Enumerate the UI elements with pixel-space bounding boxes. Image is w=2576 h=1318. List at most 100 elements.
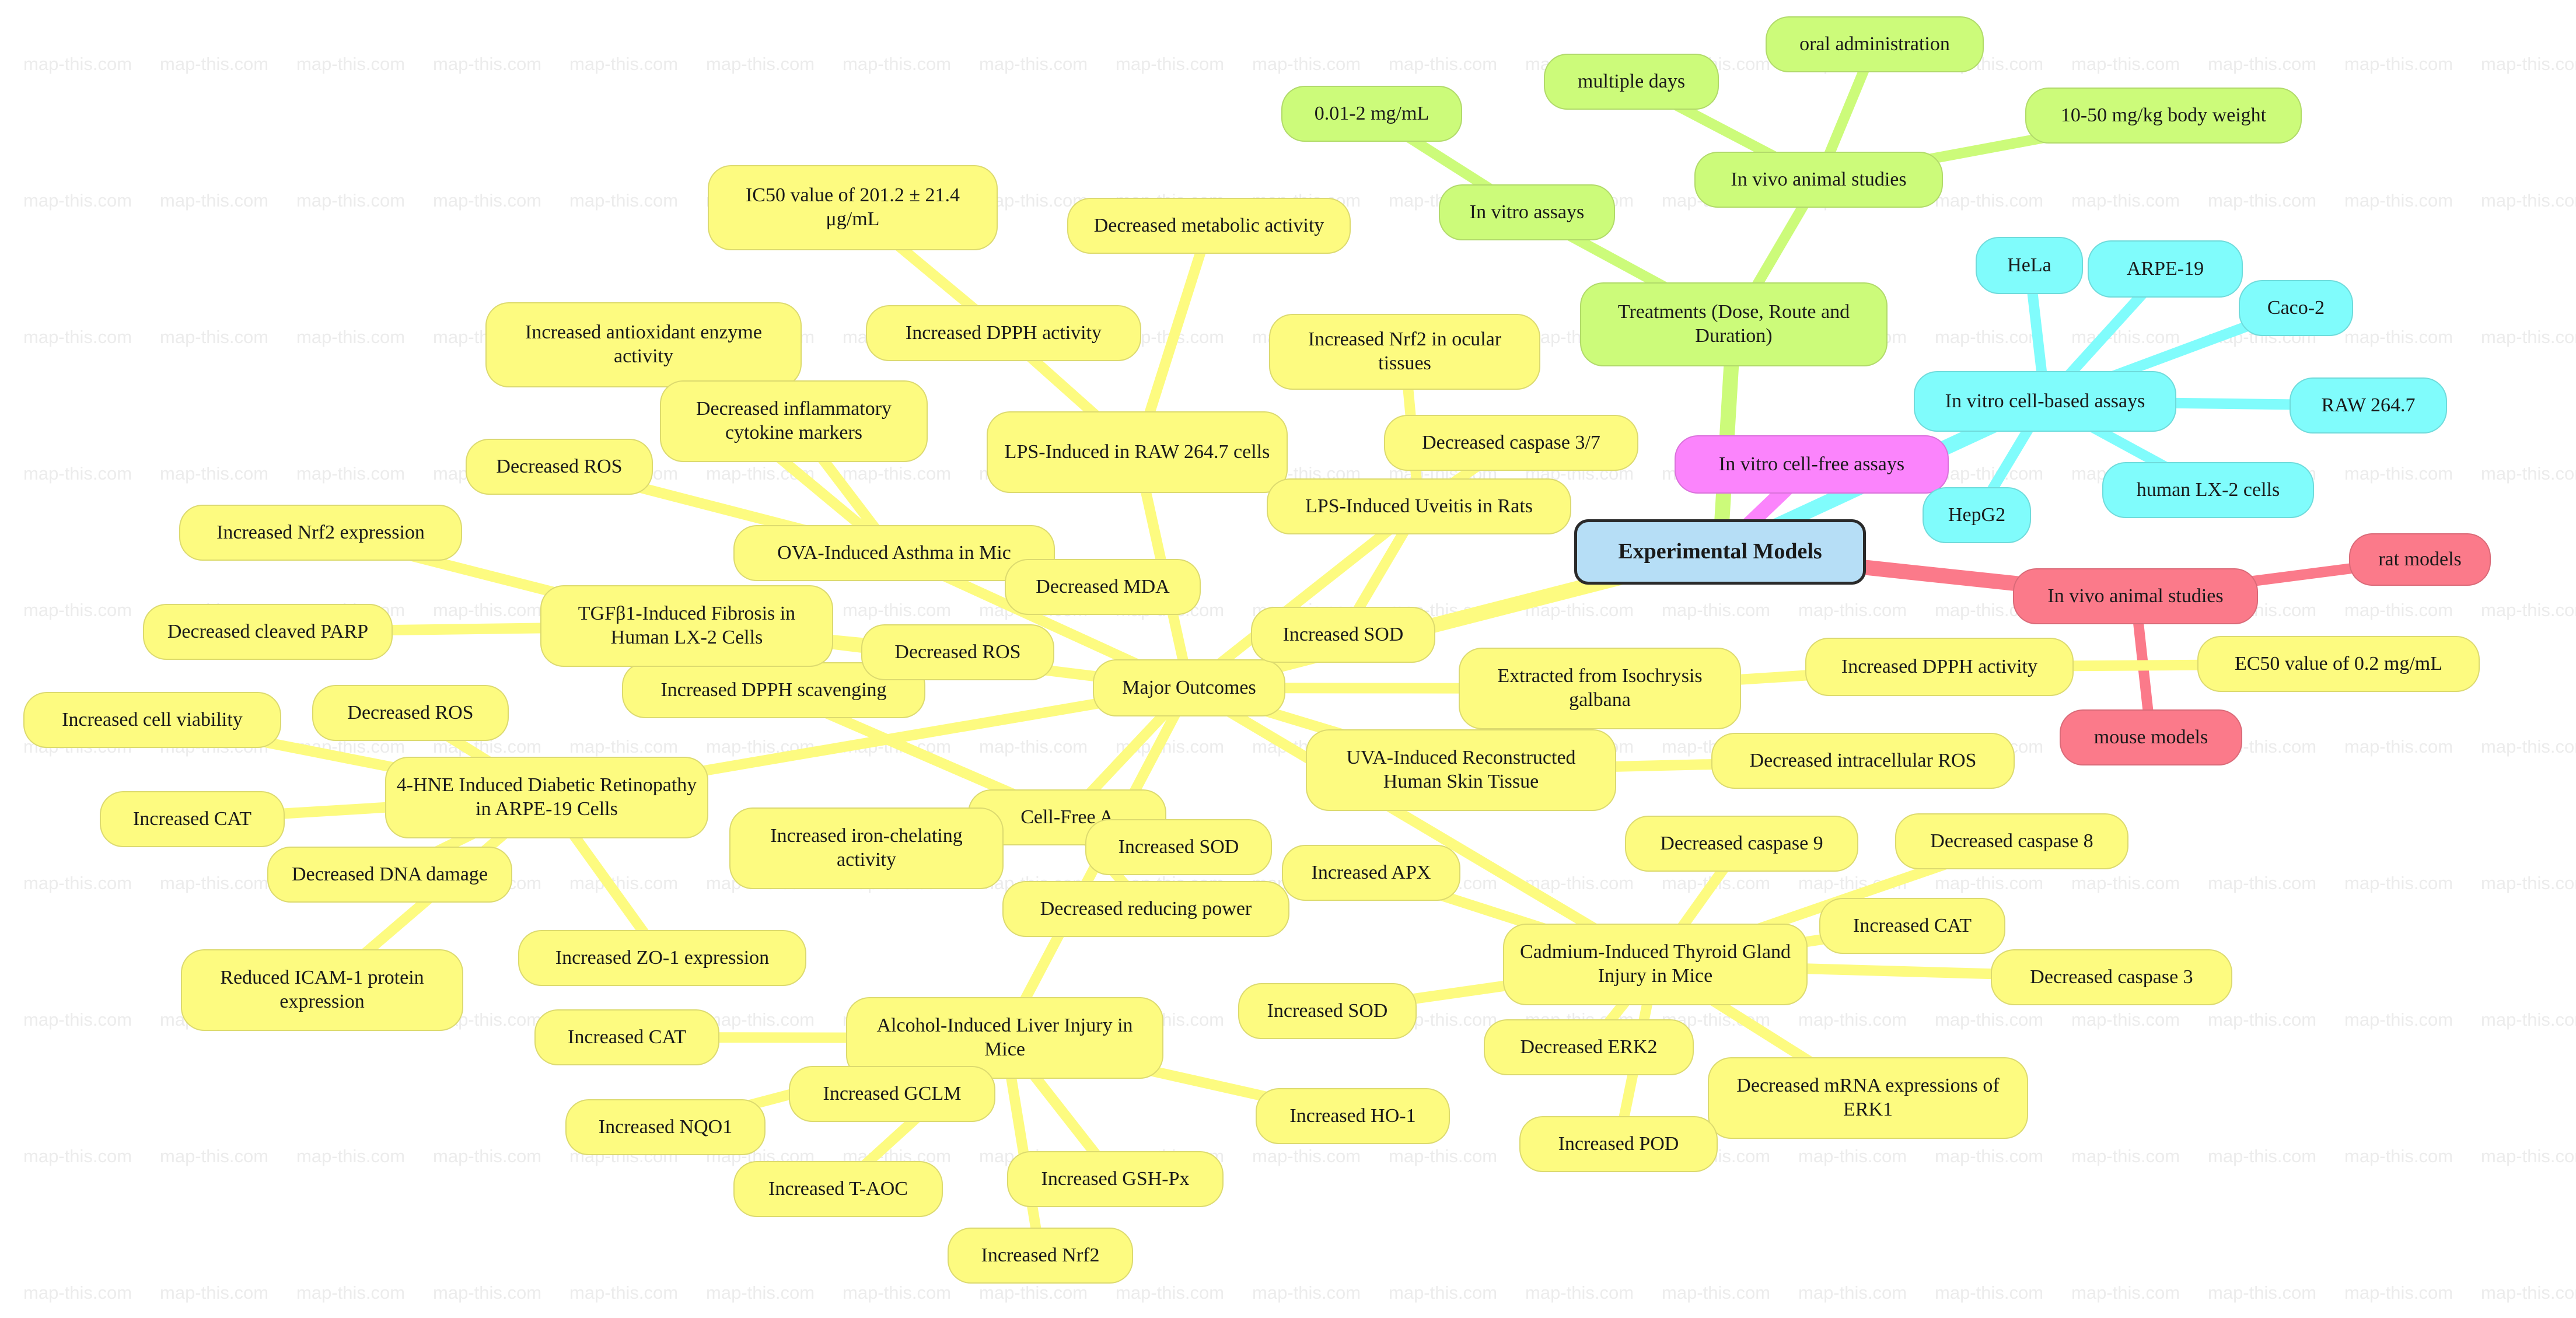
node-ova_mda[interactable]: Decreased MDA bbox=[1005, 559, 1201, 615]
node-cellbased[interactable]: In vitro cell-based assays bbox=[1914, 371, 2176, 432]
node-invitro_assays[interactable]: In vitro assays bbox=[1439, 184, 1615, 240]
node-hne_icam[interactable]: Reduced ICAM-1 protein expression bbox=[181, 949, 463, 1031]
watermark-text: map-this.com bbox=[1525, 1282, 1634, 1303]
node-uv_sod[interactable]: Increased SOD bbox=[1251, 607, 1435, 663]
node-extracted[interactable]: Extracted from Isochrysis galbana bbox=[1459, 648, 1741, 729]
node-alcohol[interactable]: Alcohol-Induced Liver Injury in Mice bbox=[846, 997, 1163, 1079]
watermark-text: map-this.com bbox=[843, 1282, 952, 1303]
watermark-text: map-this.com bbox=[296, 190, 406, 211]
node-cd_apx[interactable]: Increased APX bbox=[1282, 845, 1460, 901]
node-al_nrf2[interactable]: Increased Nrf2 bbox=[948, 1228, 1133, 1284]
node-cf_reducing[interactable]: Decreased reducing power bbox=[1002, 881, 1289, 937]
node-invivo_studies_t[interactable]: In vivo animal studies bbox=[1694, 152, 1943, 208]
node-hne[interactable]: 4-HNE Induced Diabetic Retinopathy in AR… bbox=[385, 757, 708, 838]
node-cd_casp8[interactable]: Decreased caspase 8 bbox=[1895, 813, 2128, 869]
watermark-text: map-this.com bbox=[2344, 463, 2453, 484]
node-oral[interactable]: oral administration bbox=[1766, 16, 1984, 72]
watermark-text: map-this.com bbox=[2481, 1146, 2576, 1166]
node-lps_raw[interactable]: LPS-Induced in RAW 264.7 cells bbox=[987, 411, 1288, 493]
node-uv_nrf2[interactable]: Increased Nrf2 in ocular tissues bbox=[1269, 314, 1540, 390]
watermark-text: map-this.com bbox=[2481, 54, 2576, 74]
node-lps_dpph[interactable]: Increased DPPH activity bbox=[866, 305, 1141, 361]
watermark-text: map-this.com bbox=[433, 1146, 542, 1166]
node-al_nqo1[interactable]: Increased NQO1 bbox=[565, 1099, 766, 1155]
node-cd_casp3[interactable]: Decreased caspase 3 bbox=[1991, 949, 2232, 1005]
watermark-text: map-this.com bbox=[433, 54, 542, 74]
node-lx2[interactable]: human LX-2 cells bbox=[2102, 462, 2314, 518]
watermark-text: map-this.com bbox=[2344, 600, 2453, 620]
node-ext_dpph[interactable]: Increased DPPH activity bbox=[1805, 638, 2074, 696]
watermark-text: map-this.com bbox=[296, 1282, 406, 1303]
node-hne_ros[interactable]: Decreased ROS bbox=[312, 685, 509, 741]
node-al_cat[interactable]: Increased CAT bbox=[534, 1009, 719, 1065]
watermark-text: map-this.com bbox=[1389, 1146, 1498, 1166]
node-cd_erk1[interactable]: Decreased mRNA expressions of ERK1 bbox=[1708, 1057, 2028, 1139]
watermark-text: map-this.com bbox=[2344, 1282, 2453, 1303]
node-tgf_ros[interactable]: Decreased ROS bbox=[861, 624, 1054, 680]
node-caco2[interactable]: Caco-2 bbox=[2239, 280, 2353, 336]
node-mouse_models[interactable]: mouse models bbox=[2060, 709, 2242, 765]
watermark-text: map-this.com bbox=[160, 54, 269, 74]
node-uva[interactable]: UVA-Induced Reconstructed Human Skin Tis… bbox=[1306, 729, 1616, 811]
watermark-text: map-this.com bbox=[1798, 1282, 1907, 1303]
node-ova[interactable]: OVA-Induced Asthma in Mic bbox=[733, 525, 1055, 581]
node-cadmium[interactable]: Cadmium-Induced Thyroid Gland Injury in … bbox=[1503, 924, 1808, 1005]
node-cd_sod[interactable]: Increased SOD bbox=[1238, 983, 1417, 1039]
node-tgf_nrf2[interactable]: Increased Nrf2 expression bbox=[179, 505, 462, 561]
node-hne_cat[interactable]: Increased CAT bbox=[100, 791, 285, 847]
node-tgf[interactable]: TGFβ1-Induced Fibrosis in Human LX-2 Cel… bbox=[540, 585, 833, 667]
node-raw2647[interactable]: RAW 264.7 bbox=[2290, 377, 2447, 433]
node-dose_bw[interactable]: 10-50 mg/kg body weight bbox=[2025, 88, 2302, 144]
node-multiple_days[interactable]: multiple days bbox=[1544, 54, 1719, 110]
watermark-text: map-this.com bbox=[160, 327, 269, 347]
node-al_ho1[interactable]: Increased HO-1 bbox=[1256, 1088, 1450, 1144]
node-lps_metabolic[interactable]: Decreased metabolic activity bbox=[1067, 198, 1351, 254]
watermark-text: map-this.com bbox=[843, 600, 952, 620]
node-lps_ic50[interactable]: IC50 value of 201.2 ± 21.4 μg/mL bbox=[708, 165, 998, 250]
node-cd_cat[interactable]: Increased CAT bbox=[1819, 898, 2005, 954]
node-hela[interactable]: HeLa bbox=[1976, 237, 2083, 294]
node-cd_casp9[interactable]: Decreased caspase 9 bbox=[1625, 816, 1858, 872]
node-conc[interactable]: 0.01-2 mg/mL bbox=[1281, 86, 1462, 142]
node-al_gclm[interactable]: Increased GCLM bbox=[789, 1066, 995, 1122]
watermark-text: map-this.com bbox=[160, 190, 269, 211]
watermark-text: map-this.com bbox=[2071, 190, 2180, 211]
watermark-text: map-this.com bbox=[160, 463, 269, 484]
node-treatments[interactable]: Treatments (Dose, Route and Duration) bbox=[1580, 282, 1888, 366]
node-al_taoc[interactable]: Increased T-AOC bbox=[733, 1161, 943, 1217]
watermark-text: map-this.com bbox=[160, 1146, 269, 1166]
watermark-text: map-this.com bbox=[23, 1282, 132, 1303]
watermark-text: map-this.com bbox=[2071, 1146, 2180, 1166]
node-uveitis[interactable]: LPS-Induced Uveitis in Rats bbox=[1267, 478, 1571, 534]
node-cf_iron[interactable]: Increased iron-chelating activity bbox=[729, 807, 1004, 889]
node-hepg2[interactable]: HepG2 bbox=[1923, 487, 2031, 543]
watermark-text: map-this.com bbox=[2071, 1009, 2180, 1030]
node-hne_dna[interactable]: Decreased DNA damage bbox=[267, 847, 512, 903]
edge-major-cadmium bbox=[1184, 683, 1661, 970]
node-rat_models[interactable]: rat models bbox=[2349, 533, 2491, 586]
watermark-text: map-this.com bbox=[1116, 1282, 1225, 1303]
watermark-text: map-this.com bbox=[2208, 1009, 2317, 1030]
node-ova_cytokine[interactable]: Decreased inflammatory cytokine markers bbox=[660, 380, 928, 462]
node-tgf_parp[interactable]: Decreased cleaved PARP bbox=[143, 604, 393, 660]
node-cd_pod[interactable]: Increased POD bbox=[1519, 1116, 1718, 1172]
node-major[interactable]: Major Outcomes bbox=[1093, 659, 1285, 716]
node-cf_sod[interactable]: Increased SOD bbox=[1085, 819, 1272, 875]
node-uva_ros[interactable]: Decreased intracellular ROS bbox=[1711, 733, 2015, 789]
node-arpe19[interactable]: ARPE-19 bbox=[2088, 240, 2243, 298]
watermark-text: map-this.com bbox=[1935, 873, 2044, 893]
node-uv_casp37[interactable]: Decreased caspase 3/7 bbox=[1384, 415, 1638, 471]
node-al_gshpx[interactable]: Increased GSH-Px bbox=[1007, 1151, 1224, 1207]
node-hne_zo1[interactable]: Increased ZO-1 expression bbox=[518, 930, 806, 986]
node-cellfree[interactable]: In vitro cell-free assays bbox=[1675, 435, 1949, 494]
node-invivo_red[interactable]: In vivo animal studies bbox=[2013, 568, 2258, 624]
node-cd_erk2[interactable]: Decreased ERK2 bbox=[1484, 1019, 1694, 1075]
node-hne_viability[interactable]: Increased cell viability bbox=[23, 692, 281, 748]
node-root[interactable]: Experimental Models bbox=[1574, 519, 1866, 585]
node-ova_ros[interactable]: Decreased ROS bbox=[466, 439, 653, 495]
watermark-text: map-this.com bbox=[2071, 1282, 2180, 1303]
watermark-text: map-this.com bbox=[2481, 1009, 2576, 1030]
node-ova_antiox[interactable]: Increased antioxidant enzyme activity bbox=[485, 302, 802, 387]
node-ec50[interactable]: EC50 value of 0.2 mg/mL bbox=[2197, 636, 2480, 692]
